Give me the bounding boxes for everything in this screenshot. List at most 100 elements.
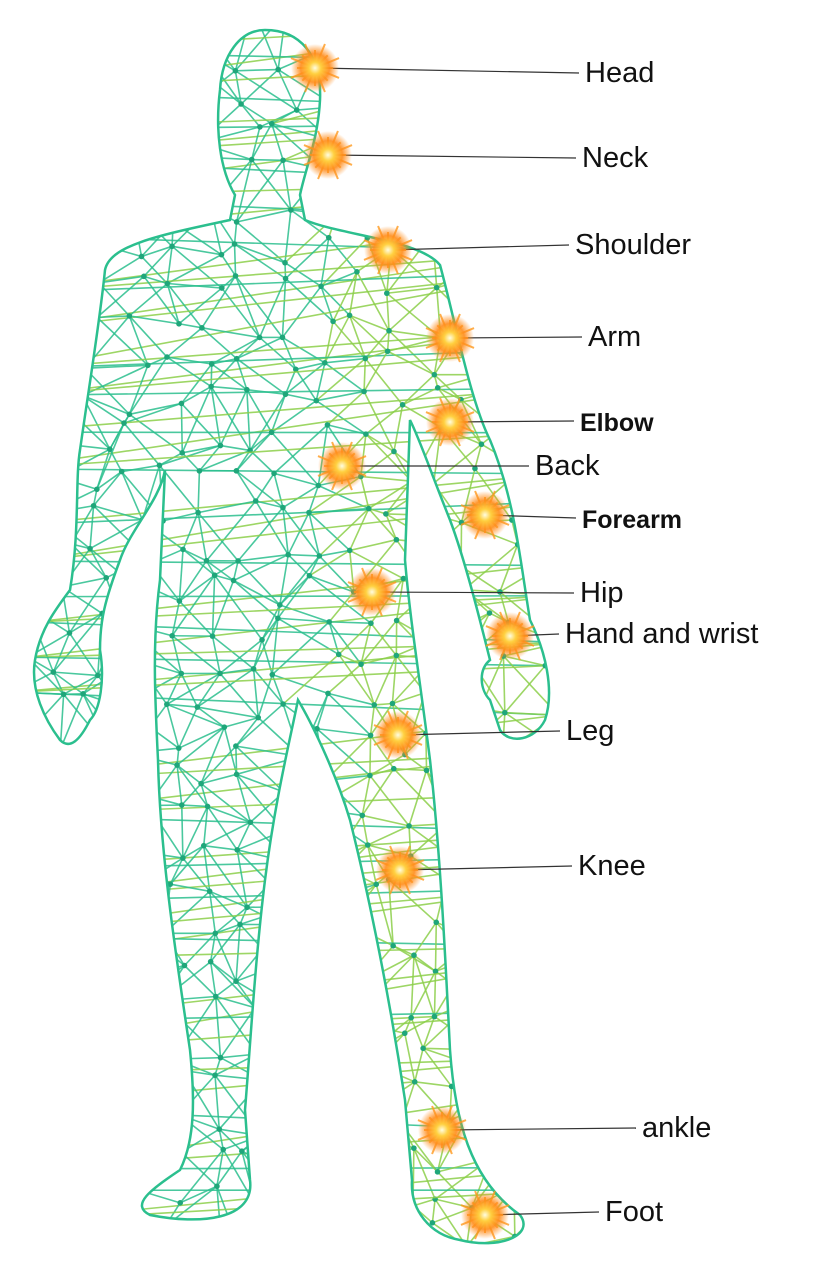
mesh-node [85,1054,92,1060]
mesh-node [87,545,93,552]
mesh-line [211,635,255,670]
mesh-line [183,964,217,998]
mesh-line [208,891,217,934]
mesh-line [483,1049,505,1061]
mesh-line [93,30,122,51]
mesh-line [432,45,476,93]
mesh-line [125,160,181,167]
mesh-node [167,881,174,887]
mesh-node [239,1148,245,1154]
mesh-line [69,612,103,634]
mesh-line [558,596,562,643]
mesh-line [360,623,372,665]
mesh-line [295,368,317,402]
mesh-line [84,367,130,415]
mesh-line [466,45,476,93]
mesh-node [509,370,516,376]
mesh-line [435,958,469,973]
mesh-line [413,1147,439,1173]
mesh-line [499,1096,550,1133]
mesh-node [48,361,55,368]
mesh-line [132,1000,162,1056]
mesh-line [332,1190,351,1227]
mesh-line [34,586,63,623]
mesh-line [120,471,144,521]
mesh-line [511,1090,545,1109]
mesh-line [499,219,550,246]
mesh-line [258,278,287,338]
mesh-node [15,232,21,238]
mesh-line [164,52,207,89]
mesh-line [34,391,51,397]
mesh-line [275,1190,333,1196]
mesh-line [434,922,438,972]
mesh-line [141,465,161,521]
mesh-line [136,886,165,934]
mesh-line [413,1048,424,1083]
mesh-line [472,730,486,774]
mesh-node [91,17,97,23]
mesh-line [34,30,49,73]
mesh-line [331,844,369,864]
mesh-line [512,348,550,374]
mesh-line [233,244,237,276]
mesh-line [85,1146,123,1164]
mesh-node [552,1129,558,1135]
mesh-line [20,22,25,52]
mesh-node [390,943,396,949]
mesh-node [103,1008,109,1014]
mesh-line [214,1057,222,1076]
mesh-node [56,928,63,935]
mesh-line [499,30,529,56]
mesh-node [429,637,436,644]
mesh-line [463,772,474,826]
mesh-line [235,68,279,72]
mesh-line [136,1222,166,1228]
mesh-line [102,769,149,807]
mesh-line [349,314,389,352]
mesh-line [326,390,365,426]
mesh-line [204,53,242,105]
mesh-node [364,842,371,848]
mesh-line [178,1114,224,1151]
mesh-line [487,273,512,279]
mesh-line [361,945,394,983]
mesh-node [80,691,86,697]
mesh-node [556,712,562,718]
mesh-node [280,701,286,707]
mesh-line [207,805,251,824]
mesh-line [49,367,86,393]
mesh-node [521,846,527,853]
mesh-line [9,1021,24,1053]
mesh-node [347,1222,354,1229]
mesh-line [160,1000,175,1060]
mesh-line [34,203,50,236]
mesh-line [519,102,550,125]
mesh-line [316,727,371,737]
mesh-line [281,337,297,370]
mesh-line [273,472,319,487]
mesh-node [434,384,441,391]
mesh-line [373,1188,414,1207]
mesh-line [316,390,365,402]
mesh-line [514,183,541,226]
mesh-line [34,1106,550,1133]
mesh-line [34,767,64,816]
mesh-node [17,1218,23,1224]
mesh-line [308,511,351,552]
mesh-line [98,255,142,284]
mesh-line [34,158,50,205]
mesh-line [128,315,168,358]
mesh-line [34,394,57,444]
mesh-node [384,348,391,355]
mesh-line [34,890,72,937]
mesh-line [176,764,183,806]
mesh-line [505,974,515,1006]
mesh-line [298,964,316,1020]
mesh-line [85,1162,139,1191]
mesh-node [164,354,170,360]
mesh-line [330,1112,352,1126]
mesh-line [489,1107,513,1160]
mesh-node [69,246,75,253]
mesh-line [129,1114,180,1135]
